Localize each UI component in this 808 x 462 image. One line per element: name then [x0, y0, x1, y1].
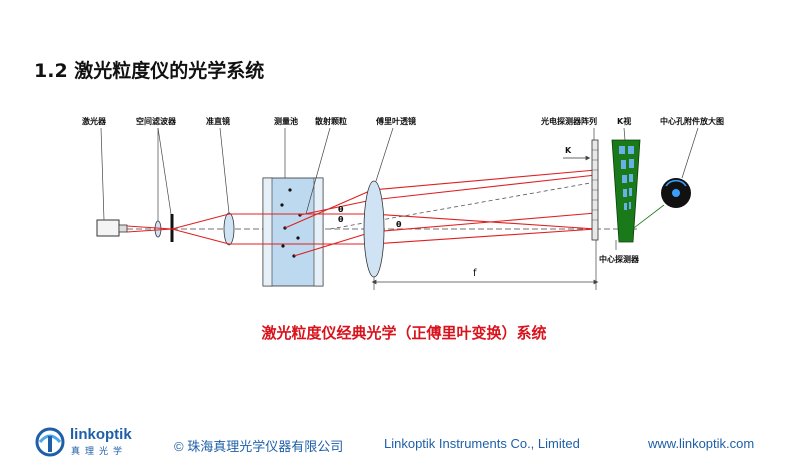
theta-label-1: θ — [338, 205, 344, 214]
f-label: f — [473, 268, 477, 279]
detector-array-label: 光电探测器阵列 — [540, 116, 597, 126]
logo-wordmark: linkoptik — [70, 426, 132, 443]
center-hole-arc — [665, 179, 687, 187]
laser-body — [96, 219, 120, 237]
page-title: 1.2 激光粒度仪的光学系统 — [34, 60, 265, 82]
center-hole-core — [672, 189, 680, 197]
laser-label: 激光器 — [82, 116, 107, 126]
k-view-label: K视 — [617, 116, 631, 126]
filter-lens — [154, 220, 162, 238]
copyright-text: © 珠海真理光学仪器有限公司 — [174, 439, 344, 454]
detector-array-segments — [592, 149, 598, 221]
laser-nozzle — [118, 224, 128, 233]
beam-paths — [126, 169, 597, 257]
k-view-leader — [623, 127, 626, 141]
center-hole-leader — [681, 127, 699, 179]
optical-system-diagram: θ θ θ f K — [82, 116, 724, 290]
measurement-cell — [262, 177, 324, 287]
particle-leader — [305, 127, 331, 215]
magnify-leader — [625, 204, 665, 235]
logo-subtitle: 真理光学 — [71, 447, 128, 457]
particles-label: 散射颗粒 — [315, 116, 347, 126]
collimator-leader — [219, 127, 230, 214]
laser-leader — [100, 127, 105, 221]
diagram-caption: 激光粒度仪经典光学（正傅里叶变换）系统 — [261, 324, 547, 342]
fourier-lens-label: 傅里叶透镜 — [375, 116, 416, 126]
center-detector-label: 中心探测器 — [599, 254, 640, 264]
collimator-lens — [223, 212, 235, 246]
company-name: Linkoptik Instruments Co., Limited — [384, 436, 580, 451]
footer: linkoptik 真理光学 © 珠海真理光学仪器有限公司 Linkoptik … — [0, 420, 808, 462]
spatial-filter-label: 空间滤波器 — [136, 116, 177, 126]
k-view-elements — [619, 146, 634, 210]
logo-icon — [35, 427, 65, 457]
cell-window-left — [262, 177, 273, 287]
company-logo[interactable]: linkoptik 真理光学 — [34, 426, 144, 458]
fourier-lens — [363, 180, 385, 278]
theta-label-2: θ — [338, 215, 344, 224]
k-label: K — [565, 146, 572, 155]
collimator-label: 准直镜 — [206, 116, 230, 126]
cell-window-right — [313, 177, 324, 287]
website-link[interactable]: www.linkoptik.com — [648, 436, 755, 451]
cell-label: 测量池 — [274, 116, 298, 126]
theta-label-3: θ — [396, 220, 402, 229]
filter-leader-2 — [157, 127, 172, 215]
center-hole-label: 中心孔附件放大图 — [660, 116, 724, 126]
fourier-lens-leader — [375, 127, 394, 182]
